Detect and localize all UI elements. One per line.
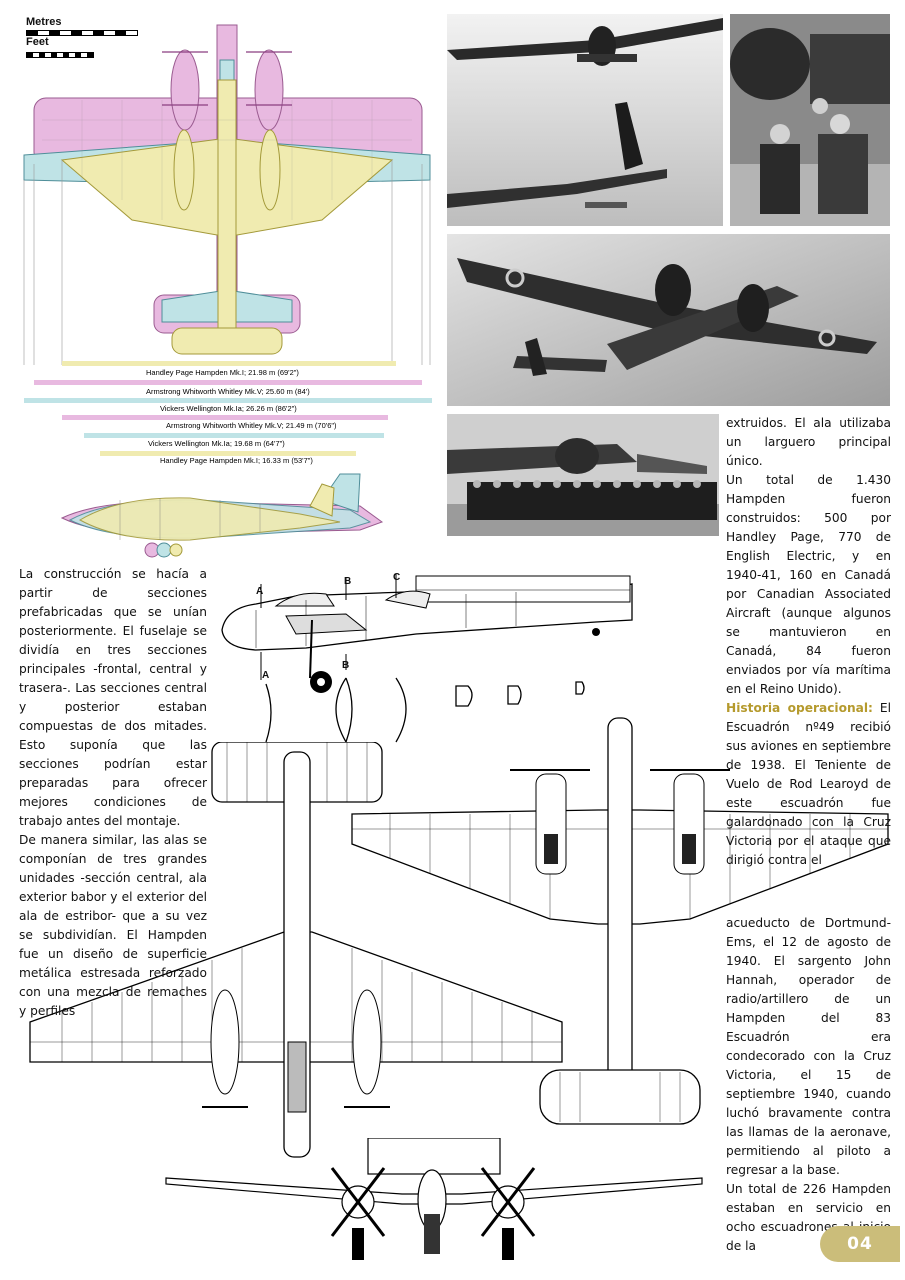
comparison-label-whitley-length: Armstrong Whitworth Whitley Mk.V; 21.49 …: [166, 421, 337, 430]
paragraph-dortmund: acueducto de Dortmund-Ems, el 12 de agos…: [726, 916, 891, 1177]
comparison-label-wellington-length: Vickers Wellington Mk.Ia; 19.68 m (64'7"…: [148, 439, 285, 448]
section-letter-a-bottom: A: [262, 670, 270, 681]
comparison-label-whitley-span: Armstrong Whitworth Whitley Mk.V; 25.60 …: [146, 387, 310, 396]
photo-hampdens-in-flight: [447, 14, 723, 226]
feet-label: Feet: [26, 36, 49, 48]
comparison-label-hampden-span: Handley Page Hampden Mk.I; 21.98 m (69'2…: [146, 368, 299, 377]
paragraph-extruded: extruidos. El ala utilizaba un larguero …: [726, 416, 891, 468]
paragraph-wings: De manera similar, las alas se componían…: [19, 833, 207, 1018]
plan-comparison-drawing: [23, 24, 431, 365]
top-view-drawing: [29, 742, 563, 1158]
section-letter-a-top: A: [256, 586, 264, 597]
cross-sections-drawing: [265, 677, 585, 743]
text-column-left: La construcción se hacía a partir de sec…: [19, 565, 207, 1021]
heading-operational-history: Historia operacional:: [726, 701, 873, 715]
metres-label: Metres: [26, 16, 62, 28]
paragraph-squadron: El Escuadrón nº49 recibió sus aviones en…: [726, 701, 891, 867]
section-letter-c-top: C: [393, 572, 401, 583]
front-view-drawing: [165, 1138, 703, 1260]
side-profile-drawing: [221, 574, 633, 693]
photo-hampden-banking: [447, 234, 890, 406]
photo-aircrew: [730, 14, 890, 226]
paragraph-in-service: Un total de 226 Hampden estaban en servi…: [726, 1182, 891, 1253]
paragraph-production: Un total de 1.430 Hampden fueron constru…: [726, 473, 891, 696]
side-comparison-drawing: [60, 473, 384, 558]
comparison-label-wellington-span: Vickers Wellington Mk.Ia; 26.26 m (86'2"…: [160, 404, 297, 413]
underside-view-drawing: [351, 717, 889, 1125]
comparison-label-hampden-length: Handley Page Hampden Mk.I; 16.33 m (53'7…: [160, 456, 313, 465]
paragraph-construction: La construcción se hacía a partir de sec…: [19, 567, 207, 828]
text-column-right-top: extruidos. El ala utilizaba un larguero …: [726, 414, 891, 870]
section-letter-b-bottom: B: [342, 660, 350, 671]
photo-squadron-parade: [447, 414, 719, 536]
scale-bar: Metres Feet: [26, 16, 166, 58]
text-column-right-bottom: acueducto de Dortmund-Ems, el 12 de agos…: [726, 914, 891, 1256]
section-letter-b-top: B: [344, 576, 352, 587]
page-number: 04: [820, 1226, 900, 1262]
